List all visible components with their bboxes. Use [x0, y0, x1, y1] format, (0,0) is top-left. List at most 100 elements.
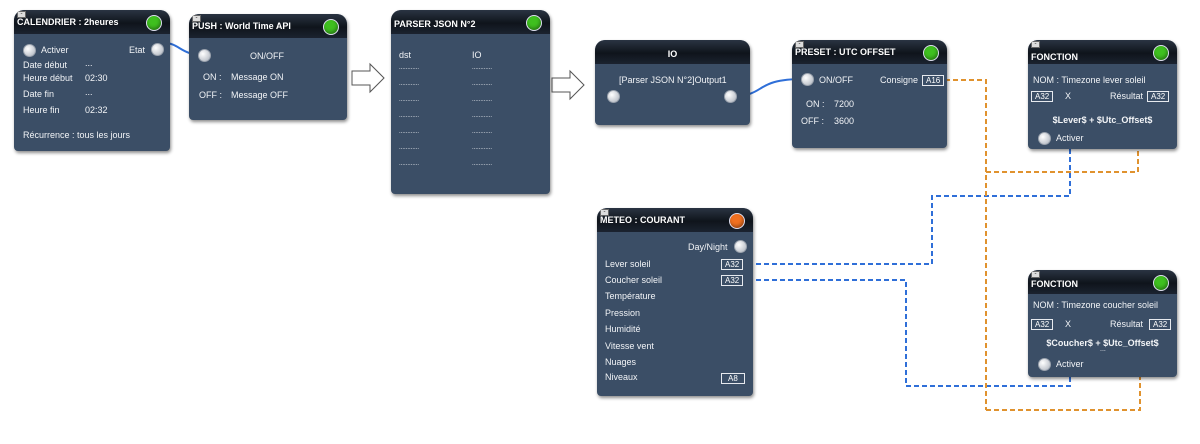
x-label: X [1065, 91, 1072, 101]
input-badge[interactable]: A32 [1031, 319, 1054, 330]
node-title: PRESET : UTC OFFSET [795, 47, 896, 57]
fonction-node-header[interactable]: - FONCTION [1028, 40, 1177, 64]
formula-ellipsis: ... [1100, 346, 1106, 353]
on-label: ON : [806, 99, 825, 109]
temperature-label: Température [605, 291, 656, 301]
on-message: Message ON [231, 72, 284, 82]
date-debut-value: ... [85, 58, 93, 68]
activer-radio[interactable] [23, 44, 36, 57]
parser-row-3-right: ............ [472, 97, 493, 103]
activer-label: Activer [41, 45, 69, 55]
parser-row-3-left: ............ [399, 97, 420, 103]
status-led-icon [146, 15, 162, 31]
fonction-node-header[interactable]: - FONCTION [1028, 270, 1177, 294]
collapse-icon[interactable]: - [1031, 41, 1040, 48]
consigne-label: Consigne [880, 75, 919, 85]
onoff-input-port[interactable] [198, 49, 211, 62]
io-output-port[interactable] [724, 90, 737, 103]
io-column-header: IO [472, 50, 482, 60]
push-node-header[interactable]: - PUSH : World Time API [189, 14, 347, 38]
lever-soleil-badge[interactable]: A32 [721, 259, 744, 270]
formula-text: $Lever$ + $Utc_Offset$ [1052, 115, 1153, 125]
onoff-label: ON/OFF [819, 75, 853, 85]
link-consigne-to-fonction2 [986, 366, 1141, 411]
status-led-icon [729, 213, 745, 229]
status-led-icon [923, 45, 939, 61]
heure-fin-label: Heure fin [23, 105, 60, 115]
status-led-icon [1153, 45, 1169, 61]
date-debut-label: Date début [23, 60, 68, 70]
on-value: 7200 [834, 99, 855, 109]
node-title: PARSER JSON N°2 [394, 19, 476, 29]
collapse-icon[interactable]: - [192, 15, 201, 22]
preset-node-header[interactable]: - PRESET : UTC OFFSET [792, 40, 947, 64]
io-input-port[interactable] [607, 90, 620, 103]
vitesse-vent-label: Vitesse vent [605, 341, 654, 351]
status-led-icon [323, 19, 339, 35]
collapse-icon[interactable]: - [17, 11, 26, 18]
node-title: FONCTION [1031, 52, 1078, 62]
niveaux-badge[interactable]: A8 [721, 373, 745, 384]
coucher-soleil-badge[interactable]: A32 [721, 275, 744, 286]
io-node-header[interactable]: IO [595, 40, 750, 64]
parser-json-node[interactable]: PARSER JSON N°2 dst IO ............ ....… [391, 10, 550, 194]
meteo-node-header[interactable]: - METEO : COURANT [597, 208, 753, 232]
activer-label: Activer [1056, 133, 1084, 143]
daynight-label: Day/Night [688, 242, 728, 252]
input-badge[interactable]: A32 [1031, 91, 1054, 102]
on-label: ON : [203, 72, 222, 82]
dst-column-header: dst [399, 50, 412, 60]
humidite-label: Humidité [605, 324, 641, 334]
fonction-lever-node[interactable]: - FONCTION NOM : Timezone lever soleil A… [1028, 40, 1177, 149]
fonction-coucher-node[interactable]: - FONCTION NOM : Timezone coucher soleil… [1028, 270, 1177, 377]
parser-row-6-right: ............ [472, 145, 493, 151]
lever-soleil-label: Lever soleil [605, 259, 651, 269]
calendar-node-header[interactable]: - CALENDRIER : 2heures [14, 10, 170, 34]
etat-output-port[interactable] [151, 43, 164, 56]
parser-row-1-right: ............ [472, 65, 493, 71]
activer-radio[interactable] [1038, 132, 1051, 145]
io-node[interactable]: IO [Parser JSON N°2]Output1 [595, 40, 750, 125]
meteo-node[interactable]: - METEO : COURANT Day/Night Lever soleil… [597, 208, 753, 396]
date-fin-label: Date fin [23, 89, 55, 99]
parser-row-6-left: ............ [399, 145, 420, 151]
collapse-icon[interactable]: - [795, 41, 804, 48]
link-consigne-to-fonctions [945, 79, 987, 410]
collapse-icon[interactable]: - [1031, 271, 1040, 278]
onoff-input-port[interactable] [801, 73, 814, 86]
heure-debut-value: 02:30 [85, 73, 108, 83]
niveaux-label: Niveaux [605, 372, 638, 382]
link-consigne-to-fonction1 [986, 142, 1139, 173]
node-title: FONCTION [1031, 279, 1078, 289]
formula-text: $Coucher$ + $Utc_Offset$ [1046, 338, 1159, 348]
collapse-icon[interactable]: - [600, 209, 609, 216]
consigne-output-badge[interactable]: A16 [922, 75, 945, 86]
parser-row-2-left: ............ [399, 81, 420, 87]
output-badge[interactable]: A32 [1149, 319, 1172, 330]
calendar-node[interactable]: - CALENDRIER : 2heures Activer Etat Date… [14, 10, 170, 151]
preset-node[interactable]: - PRESET : UTC OFFSET ON/OFF Consigne A1… [792, 40, 947, 148]
etat-label: Etat [129, 45, 146, 55]
parser-row-4-left: ............ [399, 113, 420, 119]
coucher-soleil-label: Coucher soleil [605, 275, 663, 285]
output-badge[interactable]: A32 [1147, 91, 1170, 102]
x-label: X [1065, 319, 1072, 329]
onoff-label: ON/OFF [250, 51, 284, 61]
parser-row-1-left: ............ [399, 65, 420, 71]
heure-debut-label: Heure début [23, 73, 73, 83]
parser-row-5-left: ............ [399, 129, 420, 135]
status-led-icon [1153, 275, 1169, 291]
node-title: PUSH : World Time API [192, 21, 291, 31]
activer-radio[interactable] [1038, 358, 1051, 371]
parser-row-5-right: ............ [472, 129, 493, 135]
daynight-output-port[interactable] [734, 240, 747, 253]
parser-row-2-right: ............ [472, 81, 493, 87]
heure-fin-value: 02:32 [85, 105, 108, 115]
parser-node-header[interactable]: PARSER JSON N°2 [391, 10, 550, 34]
fonction-name: NOM : Timezone lever soleil [1033, 75, 1146, 85]
node-title: METEO : COURANT [600, 215, 685, 225]
push-node[interactable]: - PUSH : World Time API ON/OFF ON : Mess… [189, 14, 347, 120]
status-led-icon [526, 15, 542, 31]
recurrence-text: Récurrence : tous les jours [23, 130, 131, 140]
off-label: OFF : [801, 116, 824, 126]
